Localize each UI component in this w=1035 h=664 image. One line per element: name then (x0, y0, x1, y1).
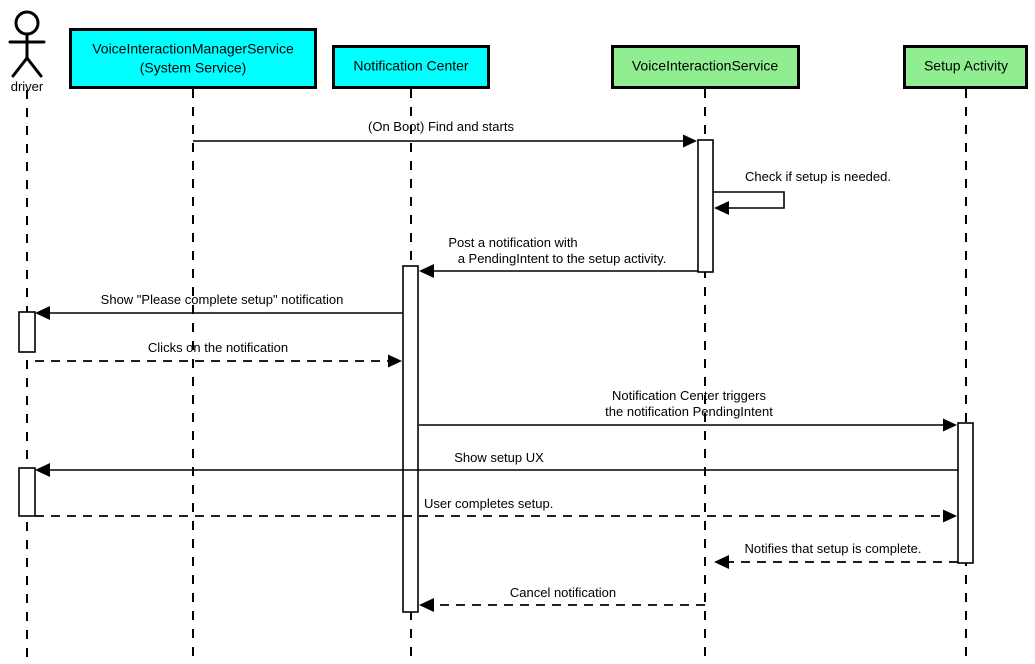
actor-driver-label: driver (11, 79, 44, 94)
message-2-self-path (713, 191, 785, 209)
participant-setup-activity-label: Setup Activity (924, 58, 1008, 74)
participant-vims-label-line1: VoiceInteractionManagerService (92, 41, 294, 57)
participant-box-notification-center (332, 45, 490, 89)
participant-vis-label: VoiceInteractionService (632, 58, 779, 74)
message-1-label: (On Boot) Find and starts (368, 119, 514, 134)
message-5-arrowhead-icon (388, 354, 402, 368)
message-1-arrowhead-icon (683, 134, 697, 148)
message-9-label: Notifies that setup is complete. (744, 541, 921, 556)
message-check-if-setup-is-needed: Check if setup is needed. (713, 169, 891, 215)
activation-bar-notification-center (402, 265, 419, 613)
message-on-boot-find-and-starts: (On Boot) Find and starts (193, 119, 697, 148)
participant-notification-center-label: Notification Center (353, 58, 469, 74)
message-cancel-notification: Cancel notification (419, 585, 705, 612)
message-post-a-notification: Post a notification with a PendingIntent… (419, 235, 698, 278)
participant-box-vims (69, 28, 317, 89)
activation-bar-driver-1 (18, 311, 36, 353)
message-6-arrowhead-icon (943, 418, 957, 432)
participant-voiceinteractionmanagerservice[interactable]: VoiceInteractionManagerService (System S… (69, 28, 317, 89)
participant-voiceinteractionservice[interactable]: VoiceInteractionService (611, 45, 800, 89)
participant-setup-activity[interactable]: Setup Activity (903, 45, 1028, 89)
message-9-arrowhead-icon (714, 555, 729, 569)
actor-leg-right-icon (25, 56, 43, 78)
message-2-label: Check if setup is needed. (745, 169, 891, 184)
message-2-arrowhead-icon (714, 201, 729, 215)
actor-leg-left-icon (11, 56, 29, 78)
participant-notification-center[interactable]: Notification Center (332, 45, 490, 89)
actor-driver[interactable]: driver (8, 10, 46, 94)
message-3-arrowhead-icon (419, 264, 434, 278)
message-5-label: Clicks on the notification (148, 340, 288, 355)
message-8-label: User completes setup. (424, 496, 553, 511)
message-7-arrowhead-icon (35, 463, 50, 477)
participant-box-vis (611, 45, 800, 89)
activation-bar-driver-2 (18, 467, 36, 517)
message-4-arrowhead-icon (35, 306, 50, 320)
participant-vims-label-line2: (System Service) (140, 60, 247, 76)
message-7-label: Show setup UX (454, 450, 544, 465)
message-6-label-line1: Notification Center triggers (612, 388, 766, 403)
actor-head-icon (14, 10, 40, 36)
message-10-label: Cancel notification (510, 585, 616, 600)
message-notification-center-triggers-pendingintent: Notification Center triggers the notific… (419, 388, 957, 432)
message-3-label-line2: a PendingIntent to the setup activity. (458, 251, 667, 266)
message-show-please-complete-setup-notification: Show "Please complete setup" notificatio… (35, 292, 403, 320)
message-4-label: Show "Please complete setup" notificatio… (101, 292, 344, 307)
message-8-arrowhead-icon (943, 509, 957, 523)
message-6-label-line2: the notification PendingIntent (605, 404, 773, 419)
message-show-setup-ux: Show setup UX (35, 450, 958, 477)
activation-bar-voiceinteractionservice (697, 139, 714, 273)
message-clicks-on-the-notification: Clicks on the notification (35, 340, 402, 368)
message-3-label-line1: Post a notification with (448, 235, 577, 250)
message-notifies-that-setup-is-complete: Notifies that setup is complete. (714, 541, 958, 569)
message-10-arrowhead-icon (419, 598, 434, 612)
participant-box-setup-activity (903, 45, 1028, 89)
message-user-completes-setup: User completes setup. (35, 496, 957, 523)
activation-bar-setup-activity (957, 422, 974, 564)
